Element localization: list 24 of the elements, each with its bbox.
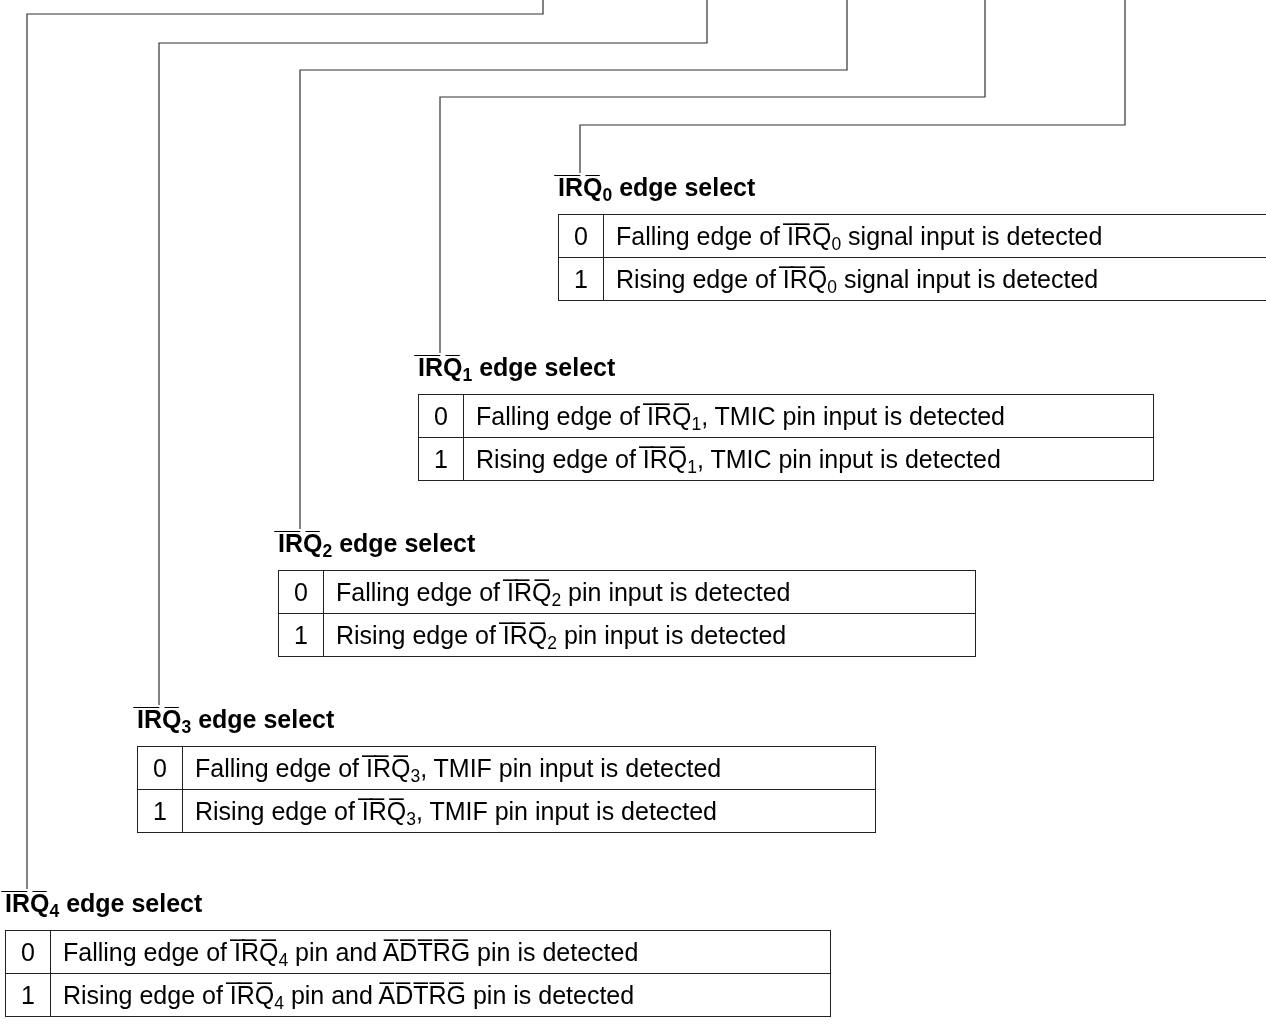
leader-line: [26, 0, 544, 890]
bit-value-cell: 1: [278, 613, 324, 657]
bit-value-cell: 1: [137, 789, 183, 833]
description-cell: Rising edge of I̅R̅Q̅$_{1}$, TMIC pin input is detected: [463, 437, 1154, 481]
bit-value-cell: 1: [5, 973, 51, 1017]
description-cell: Falling edge of I̅R̅Q̅$_{0}$ signal input is detected: [603, 214, 1266, 258]
bit-value-cell: 0: [418, 394, 464, 438]
bit-value-cell: 0: [137, 746, 183, 790]
bit-value-cell: 1: [558, 257, 604, 301]
leader-line: [299, 0, 848, 530]
description-cell: Rising edge of I̅R̅Q̅$_{4}$ pin and A̅D̅T̅R̅G̅ pin is detected: [50, 973, 831, 1017]
description-cell: Rising edge of I̅R̅Q̅$_{3}$, TMIF pin input is detected: [182, 789, 876, 833]
leader-line: [439, 0, 986, 354]
description-cell: Falling edge of I̅R̅Q̅$_{4}$ pin and A̅D̅T̅R̅G̅ pin is detected: [50, 930, 831, 974]
leader-line: [158, 0, 708, 706]
description-cell: Falling edge of I̅R̅Q̅$_{1}$, TMIC pin input is detected: [463, 394, 1154, 438]
leader-line: [579, 0, 1126, 174]
description-cell: Rising edge of I̅R̅Q̅$_{2}$ pin input is detected: [323, 613, 976, 657]
bit-value-cell: 1: [418, 437, 464, 481]
bit-value-cell: 0: [558, 214, 604, 258]
description-cell: Falling edge of I̅R̅Q̅$_{3}$, TMIF pin input is detected: [182, 746, 876, 790]
bit-value-cell: 0: [5, 930, 51, 974]
description-cell: Falling edge of I̅R̅Q̅$_{2}$ pin input is detected: [323, 570, 976, 614]
bit-value-cell: 0: [278, 570, 324, 614]
